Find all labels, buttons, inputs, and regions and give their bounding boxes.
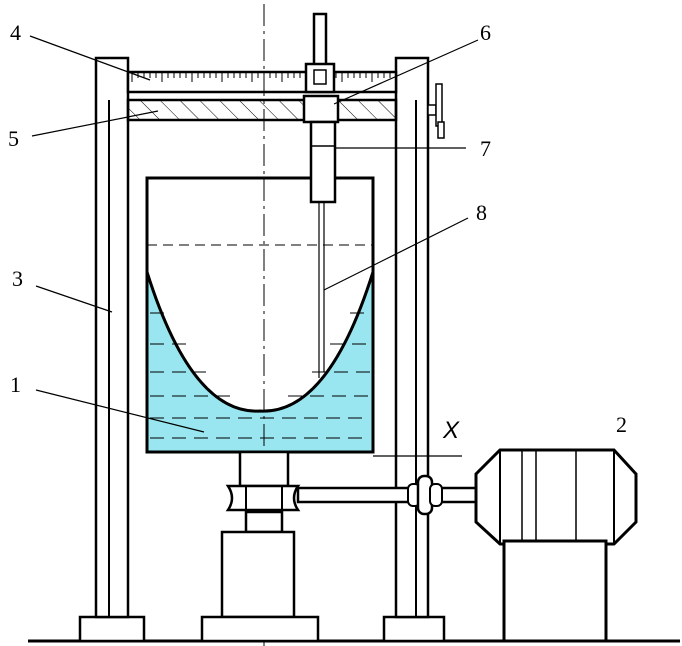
right-column-base [382,615,446,643]
liquid-level-lines [150,312,370,439]
right-frame-column [394,56,430,619]
cylindrical-vessel [145,176,375,454]
label-6: 6 [480,20,491,45]
label-7: 7 [480,136,491,161]
sliding-block [302,62,340,124]
pulley [225,484,301,512]
scale-ruler [126,70,398,94]
label-8: 8 [476,200,487,225]
label-2: 2 [616,412,627,437]
liquid-body [147,272,373,452]
left-column-base [78,615,146,643]
transmission-shaft [296,486,478,504]
shaft-coupling [407,474,443,516]
label-4: 4 [10,20,21,45]
probe-needle [318,202,325,378]
label-1: 1 [10,372,21,397]
x-datum-label: X [442,417,460,444]
support-pedestal [200,530,320,643]
label-5: 5 [8,126,19,151]
paraboloid-surface [145,271,375,413]
leader-lines [29,35,479,433]
electric-motor [474,448,638,643]
adjustment-handle [427,83,445,139]
label-3: 3 [12,266,23,291]
hatched-crossbar [126,98,398,122]
probe-holder [309,120,337,204]
left-frame-column [94,56,130,619]
